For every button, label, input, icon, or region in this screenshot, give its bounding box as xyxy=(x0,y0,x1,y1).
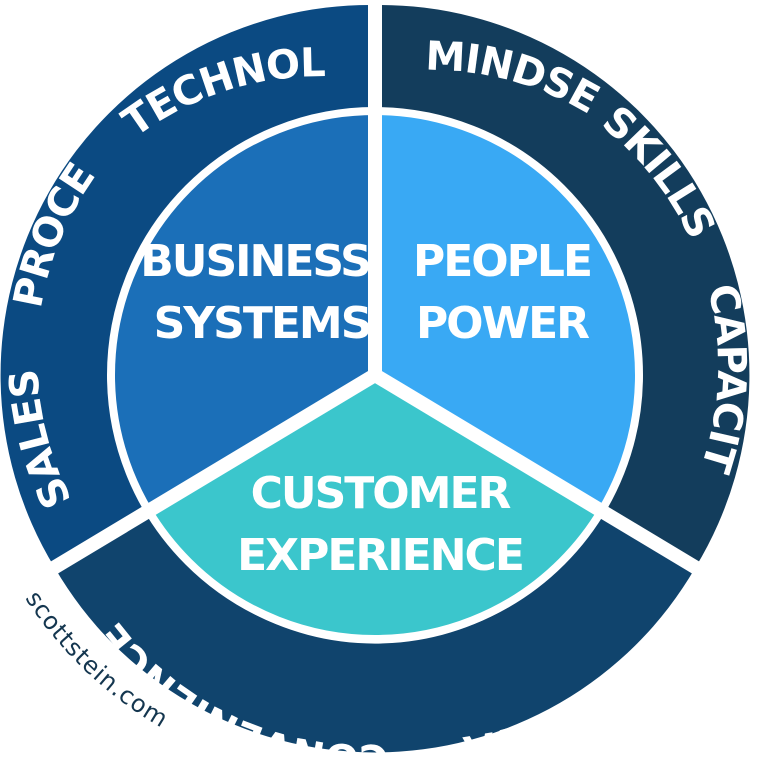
customer-experience-label-line-2: EXPERIENCE xyxy=(237,530,523,581)
business-systems-label-line-2: SYSTEMS xyxy=(154,298,371,349)
people-power-label-line-2: POWER xyxy=(416,298,589,349)
business-systems-label-line-1: BUSINESS xyxy=(140,236,370,287)
people-power-label-line-1: PEOPLE xyxy=(413,236,591,287)
ring-sector-customer-experience xyxy=(54,513,696,753)
ring-sector-business-systems xyxy=(0,4,375,568)
segment-dividers xyxy=(46,0,704,577)
ring-sector-people-power xyxy=(375,4,750,568)
customer-experience-label-line-1: CUSTOMER xyxy=(251,468,511,519)
inner-ring-gap xyxy=(107,107,643,643)
